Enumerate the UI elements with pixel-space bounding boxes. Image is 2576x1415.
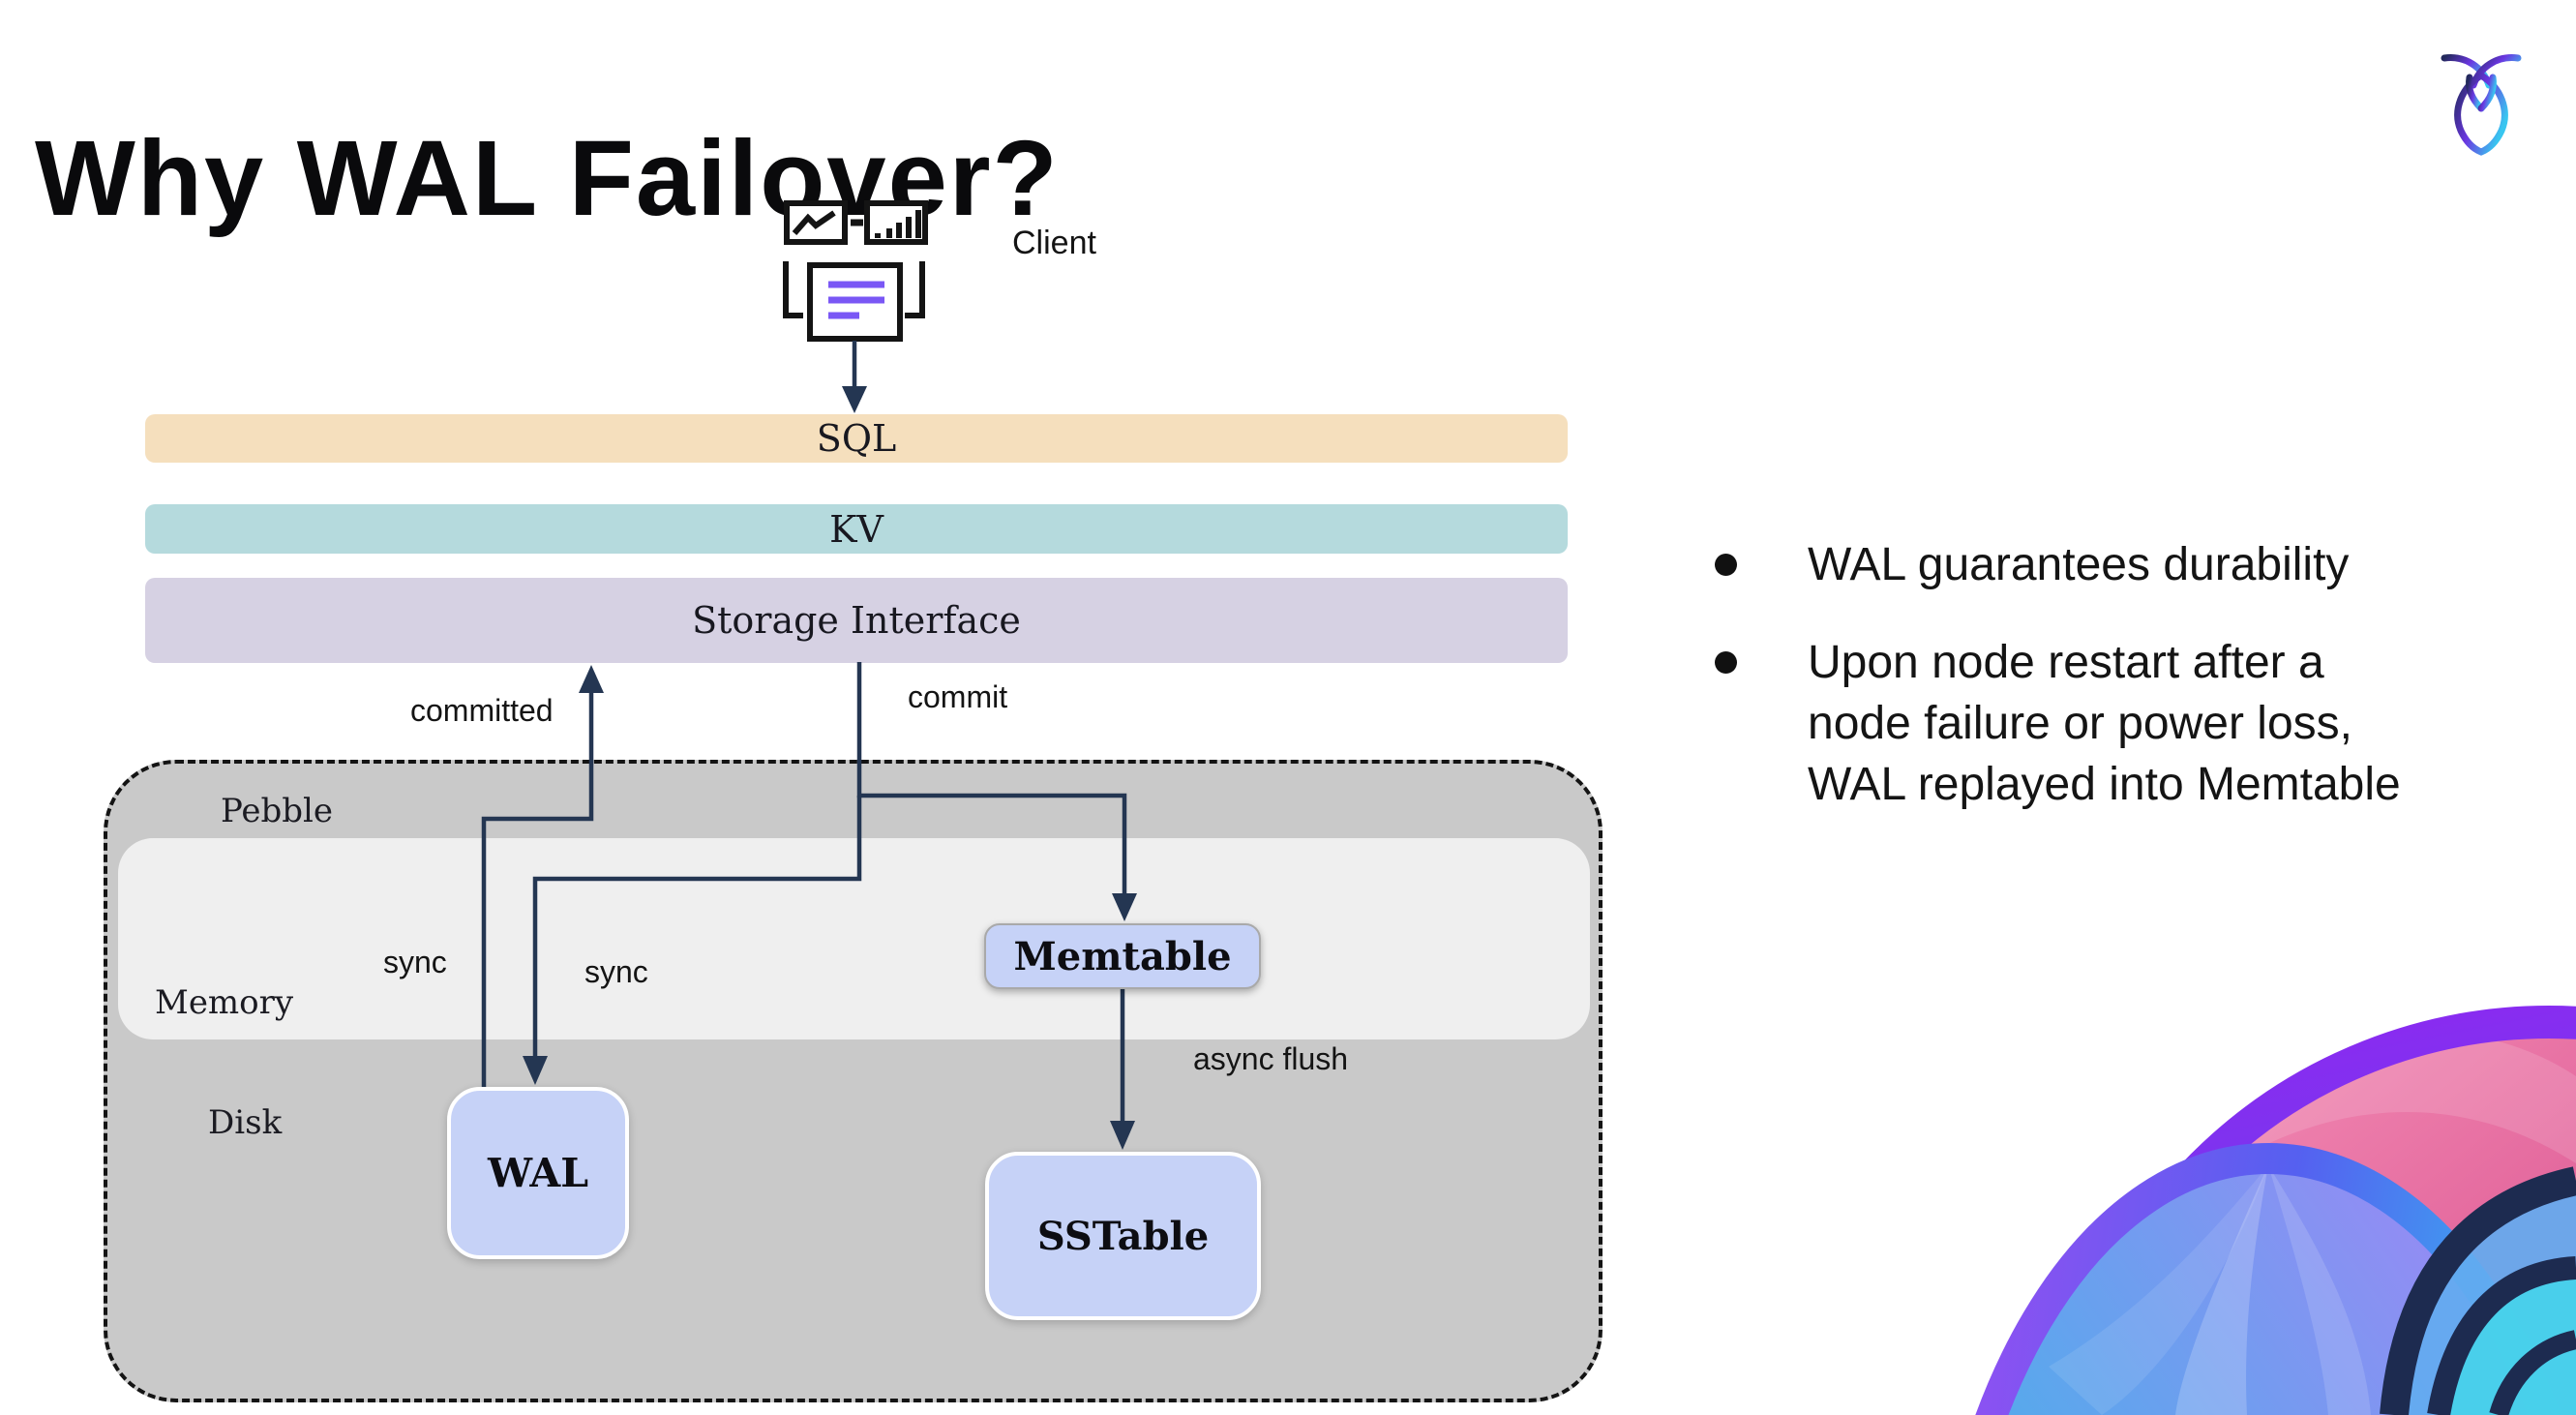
disk-label: Disk [208, 1103, 283, 1142]
bullet-text: Upon node restart after a node failure o… [1808, 637, 2401, 810]
edge-label-commit: commit [908, 679, 1008, 714]
layer-bar-storage: Storage Interface [145, 578, 1568, 663]
layer-bar-storage-label: Storage Interface [692, 599, 1021, 642]
bracket-left-icon [783, 261, 803, 318]
edge-label-sync-1: sync [383, 945, 447, 979]
client-label: Client [1012, 225, 1096, 261]
brand-artwork [1975, 1006, 2576, 1415]
cockroachdb-logo-icon [2441, 54, 2522, 156]
edge-label-sync-2: sync [584, 954, 648, 989]
arrowhead-committed [579, 665, 604, 693]
client-icon [783, 200, 928, 342]
pebble-label: Pebble [221, 792, 333, 830]
node-memtable: Memtable [984, 923, 1261, 989]
list-item: WAL guarantees durability [1715, 534, 2470, 595]
memory-band [118, 838, 1590, 1039]
document-icon [807, 262, 903, 342]
arrowhead-client-sql [842, 386, 867, 413]
bullet-dot-icon [1715, 651, 1737, 674]
list-item: Upon node restart after a node failure o… [1715, 632, 2470, 815]
memory-label: Memory [155, 983, 294, 1022]
layer-bar-sql: SQL [145, 414, 1568, 463]
bullet-list: WAL guarantees durability Upon node rest… [1715, 534, 2470, 852]
node-sstable-label: SSTable [1036, 1213, 1210, 1259]
node-wal-label: WAL [487, 1150, 589, 1196]
edge-label-committed: committed [410, 693, 554, 728]
layer-bar-kv-label: KV [829, 507, 884, 551]
node-wal: WAL [447, 1087, 629, 1259]
node-sstable: SSTable [985, 1152, 1261, 1320]
bullet-dot-icon [1715, 554, 1737, 576]
layer-bar-kv: KV [145, 504, 1568, 554]
bullet-text: WAL guarantees durability [1808, 539, 2350, 590]
node-memtable-label: Memtable [1013, 933, 1232, 979]
edge-label-async-flush: async flush [1193, 1041, 1349, 1076]
layer-bar-sql-label: SQL [816, 417, 897, 460]
bracket-right-icon [905, 261, 925, 318]
